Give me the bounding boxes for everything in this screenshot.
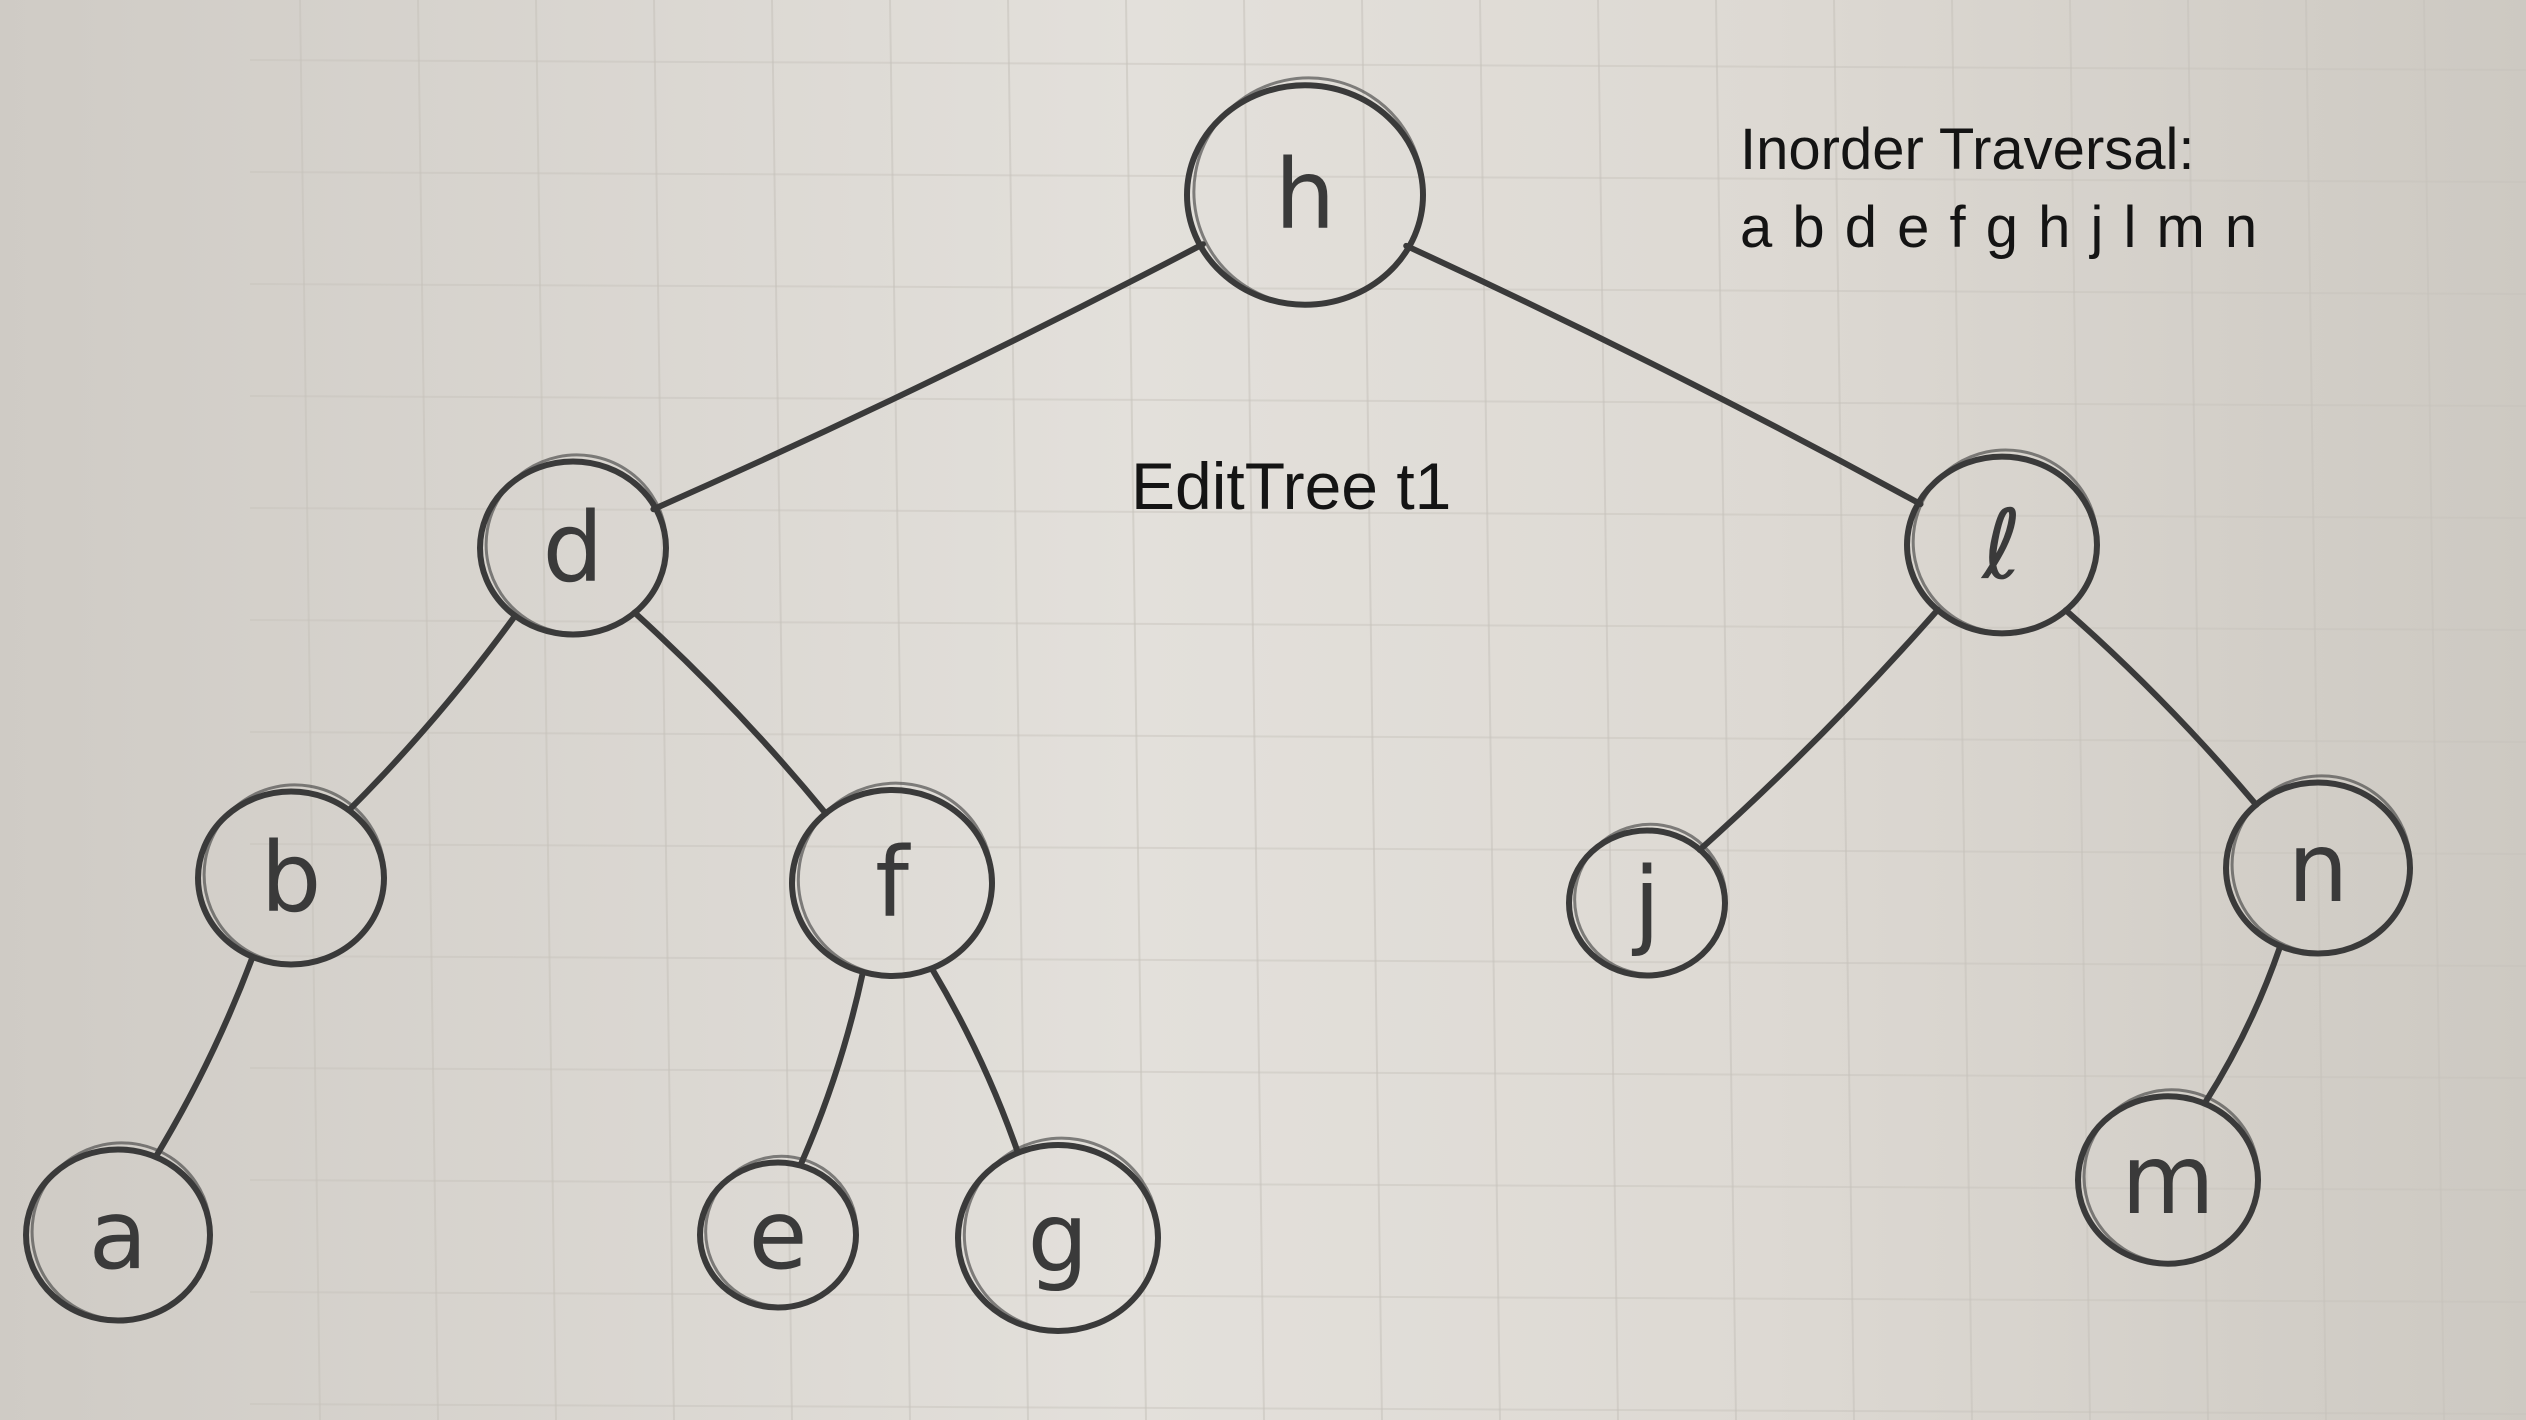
node-a: a [23,1141,213,1324]
grid-line [1243,0,1265,1420]
node-l-circle-overstroke [1911,448,2099,634]
grid-line [249,619,2526,631]
node-d-circle-overstroke [484,453,668,636]
grid-line [1597,0,1619,1420]
grid-line [249,1179,2526,1191]
node-e-circle-overstroke [704,1154,859,1308]
tree-title: EditTree t1 [1131,449,1452,523]
node-l-label: ℓ [1980,489,2022,601]
node-j-circle-overstroke [1573,822,1728,976]
grid-line [249,1067,2526,1079]
traversal-sequence: a b d e f g h j l m n [1740,195,2258,260]
grid-line [249,1291,2526,1303]
node-m: m [2075,1088,2261,1267]
grid-line [249,843,2526,855]
node-g: g [955,1136,1161,1334]
node-f-circle-overstroke [796,781,994,977]
traversal-heading: Inorder Traversal: [1740,117,2195,182]
tree-nodes: h d ℓ b f j n a e g m [23,76,2413,1334]
grid-line [249,171,2526,183]
edge-l-n [2062,607,2260,808]
node-h-label: h [1275,139,1336,251]
node-b-circle-overstroke [202,783,386,966]
node-n-label: n [2288,812,2349,924]
edge-f-g [929,966,1021,1155]
grid-line [417,0,439,1420]
node-h-circle-overstroke [1192,76,1425,307]
grid-line [249,507,2526,519]
tree-edges [153,241,2283,1167]
node-g-label: g [1028,1182,1089,1294]
grid-line [1951,0,1973,1420]
edge-d-f [631,609,829,817]
node-d: d [477,453,669,638]
grid-line [249,59,2526,71]
node-a-label: a [89,1179,148,1291]
grid-line [771,0,793,1420]
node-e-label: e [748,1179,807,1291]
grid-line [2069,0,2091,1420]
node-n: n [2223,774,2413,957]
grid-line [249,283,2526,295]
edge-h-d [650,241,1206,513]
grid-line [2187,0,2209,1420]
edge-n-m [2202,944,2283,1106]
grid-line [249,731,2526,743]
node-j: j [1566,822,1728,979]
node-b-label: b [261,822,322,934]
node-n-circle-overstroke [2230,774,2412,955]
node-f: f [789,781,995,979]
grid-line [653,0,675,1420]
grid-line [2305,0,2327,1420]
grid-line [249,955,2526,967]
grid-line [1361,0,1383,1420]
edge-h-l [1403,242,1924,508]
node-m-circle-overstroke [2082,1088,2261,1265]
grid-line [535,0,557,1420]
node-b: b [195,783,387,968]
edge-f-e [798,971,866,1167]
edge-b-a [153,955,256,1159]
node-e: e [697,1154,859,1311]
grid-line [889,0,911,1420]
grid-line [1479,0,1501,1420]
node-l: ℓ [1904,448,2100,637]
grid-line [249,395,2526,407]
grid-line [1715,0,1737,1420]
node-m-label: m [2121,1124,2215,1236]
edge-l-j [1696,606,1941,853]
node-j-label: j [1632,847,1661,959]
node-d-label: d [543,492,604,604]
edge-d-b [346,612,518,814]
node-h: h [1184,76,1426,308]
grid-line [1007,0,1029,1420]
grid-line [249,1403,2526,1415]
grid-line [299,0,321,1420]
node-f-label: f [875,827,911,939]
grid-line [2423,0,2445,1420]
node-a-circle-overstroke [30,1141,212,1322]
node-g-circle-overstroke [962,1136,1160,1332]
